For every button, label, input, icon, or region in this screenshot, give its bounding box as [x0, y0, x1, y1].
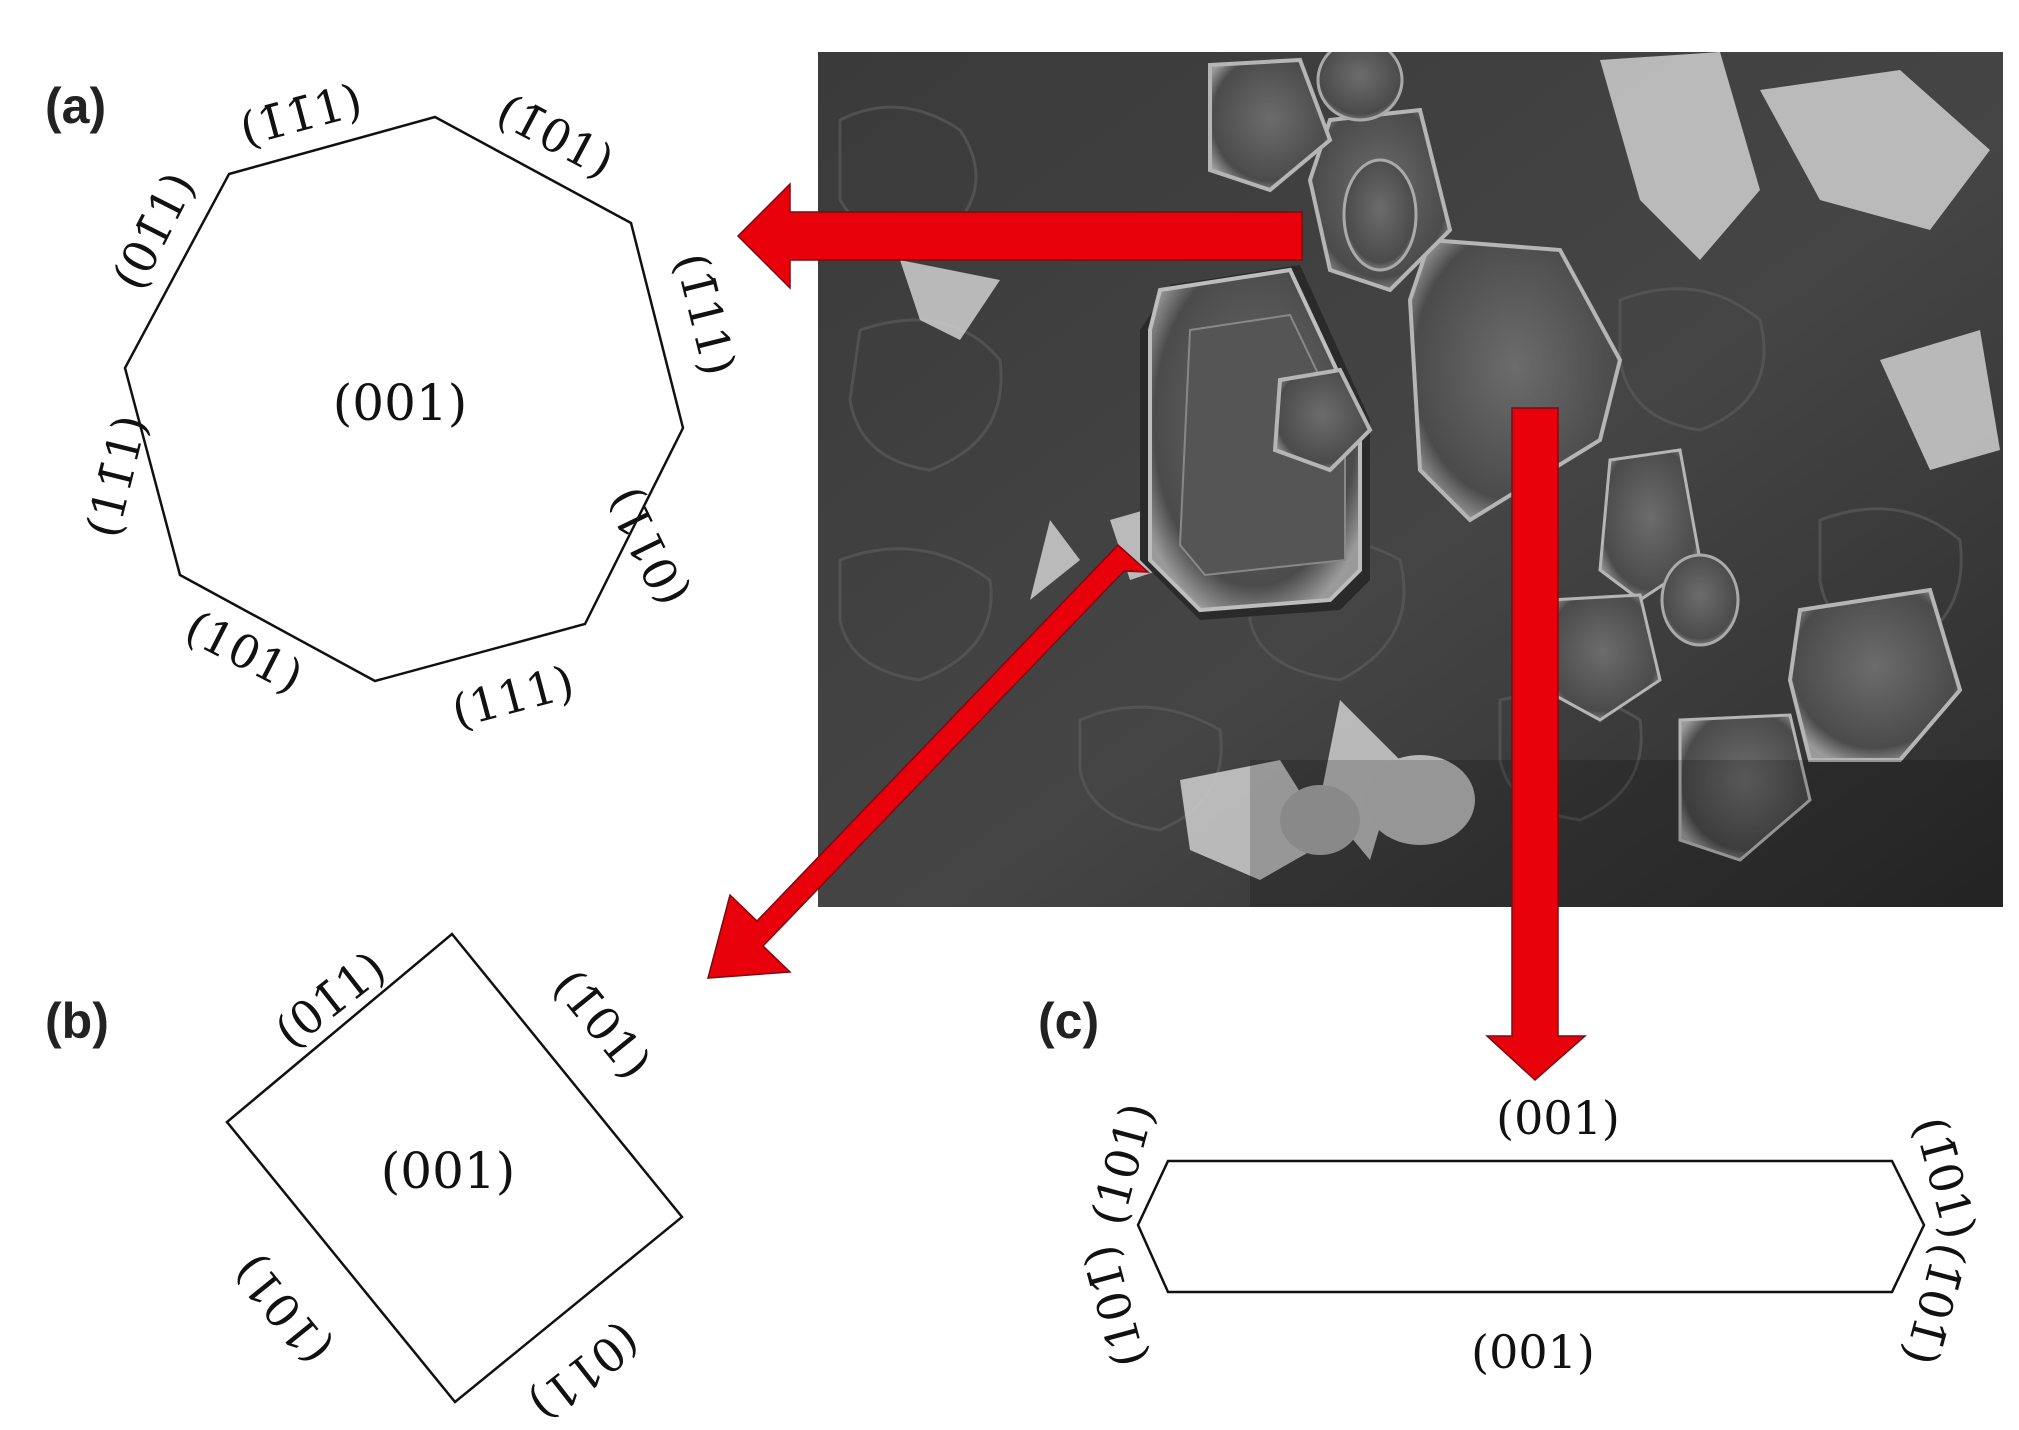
rectangle-face-label: (101) [223, 1245, 343, 1375]
hexagon-face-label: (101̄) [1072, 1239, 1156, 1372]
octagon-face-label: (111) [446, 654, 579, 738]
octagon-face-label: (1̄11) [664, 248, 746, 381]
octagon-center-face: (001) [333, 374, 467, 432]
panel-letter-b: (b) [45, 993, 109, 1049]
arrow-to-panel-a [736, 182, 1303, 290]
hexagon-face-label: (1̄01) [1903, 1111, 1987, 1244]
rectangle-face-label: (01̄1) [265, 940, 396, 1059]
hexagon-top-face: (001) [1496, 1091, 1620, 1145]
panel-letter-c: (c) [1038, 993, 1099, 1049]
rectangle-face-label: (011) [519, 1313, 650, 1430]
panel-c-hexagon: (001) (001) (101) (101̄) (1̄01) (1̄01̄) [1072, 1091, 1987, 1379]
sem-micrograph [818, 52, 2003, 907]
octagon-face-label: (011) [596, 480, 699, 615]
hexagon-face-label: (101) [1080, 1097, 1164, 1230]
rectangle-center-face: (001) [381, 1142, 515, 1200]
octagon-face-label: (01̄1) [102, 163, 206, 298]
octagon-face-label: (101) [177, 600, 312, 704]
arrow-to-panel-b [707, 543, 1151, 979]
hexagon-outline [1136, 1159, 1926, 1294]
panel-b-rectangle: (001) (01̄1) (1̄01) (011) (101) [223, 932, 684, 1430]
rectangle-outline [225, 932, 684, 1404]
hexagon-face-label: (1̄01̄) [1893, 1237, 1977, 1370]
octagon-outline [123, 115, 685, 683]
panel-letter-a: (a) [45, 78, 106, 134]
octagon-face-label: (1̄01) [488, 83, 623, 189]
hexagon-bottom-face: (001) [1471, 1325, 1595, 1379]
arrow-to-panel-c [1485, 407, 1587, 1082]
panel-a-octagon: (001) (1̄1̄1) (1̄01) (1̄11) (011) (111) … [75, 72, 746, 738]
octagon-face-label: (1̄1̄1) [234, 72, 367, 156]
octagon-face-label: (11̄1) [75, 410, 157, 543]
